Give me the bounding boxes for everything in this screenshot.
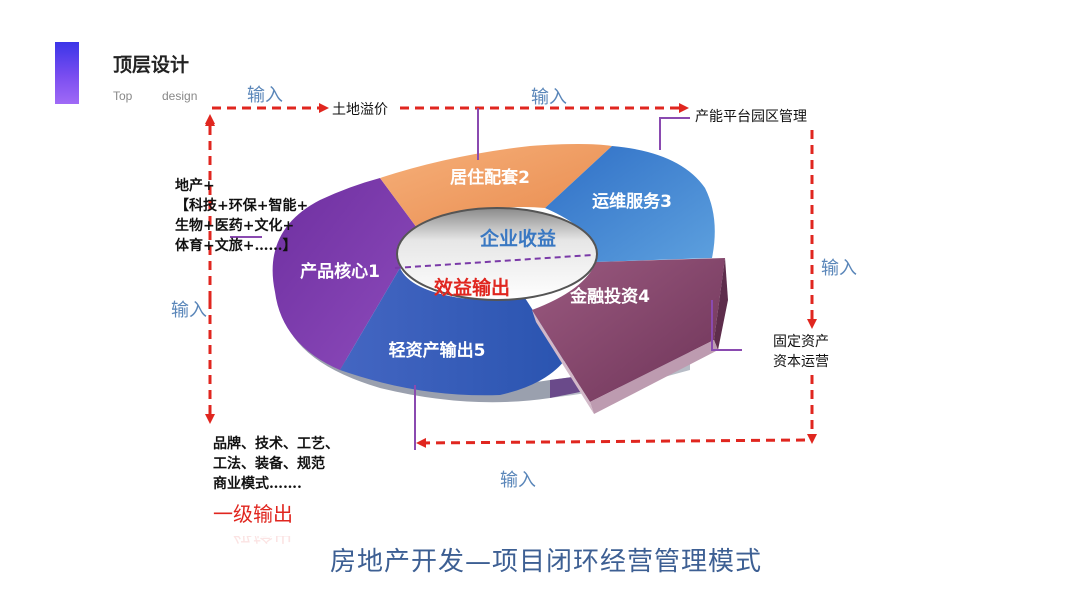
input-label-top-left: 输入 [247,81,283,107]
input-label-bottom: 输入 [500,466,536,492]
brand-line-3: 商业模式……. [213,474,339,494]
label-residential: 居住配套2 [450,167,530,188]
node-land-premium: 土地溢价 [332,100,388,120]
label-product-core: 产品核心1 [300,261,380,282]
input-label-left: 输入 [171,296,207,322]
center-top-label: 企业收益 [479,227,556,250]
label-finance: 金融投资4 [569,286,650,307]
arrow-bottom-left [420,440,805,443]
label-operation: 运维服务3 [592,191,672,212]
node-land-plus: 地产+ 【科技+环保+智能+ 生物+医药+文化+ 体育+文旅+……】 [175,176,308,256]
primary-output-label: 一级输出 [213,498,293,527]
footer-title: 房地产开发—项目闭环经营管理模式 [330,541,762,578]
label-light-asset: 轻资产输出5 [389,340,486,361]
brand-line-1: 品牌、技术、工艺、 [213,434,339,454]
land-plus-line-1: 地产+ [175,176,308,196]
node-brand: 品牌、技术、工艺、 工法、装备、规范 商业模式……. [213,434,339,494]
node-fixed-assets: 固定资产 资本运营 [773,332,829,372]
land-plus-line-2: 【科技+环保+智能+ [175,196,308,216]
primary-output-reflection: 一级输出 [213,536,293,550]
fixed-assets-line-1: 固定资产 [773,332,829,352]
brand-line-2: 工法、装备、规范 [213,454,339,474]
node-capacity-platform: 产能平台园区管理 [695,107,807,127]
input-label-top-right: 输入 [531,83,567,109]
land-plus-line-4: 体育+文旅+……】 [175,236,308,256]
land-plus-line-3: 生物+医药+文化+ [175,216,308,236]
fixed-assets-line-2: 资本运营 [773,352,829,372]
input-label-right: 输入 [821,254,857,280]
center-bottom-label: 效益输出 [434,276,510,299]
